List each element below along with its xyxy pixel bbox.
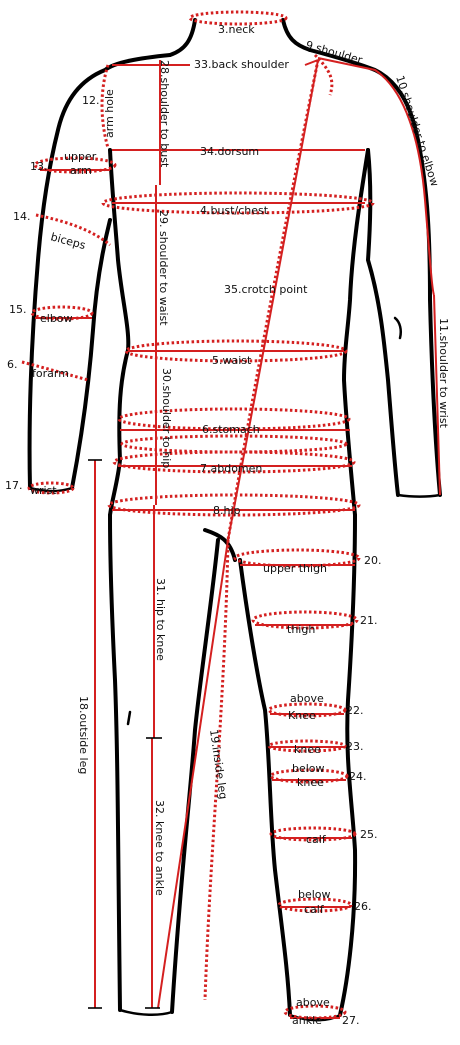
label-upper-arm-1: upper (64, 150, 97, 163)
label-below-calf-num: 26. (354, 900, 372, 913)
label-inside-leg: 19.inside leg (207, 729, 230, 800)
label-arm-hole-num: 12. (82, 94, 100, 107)
label-upper-arm-num: 13. (30, 160, 48, 173)
label-neck: 3.neck (218, 23, 255, 36)
label-stomach: 6.stomach (202, 423, 260, 436)
measurement-labels: 3.neck 9.shoulder 33.back shoulder 12. a… (5, 23, 450, 1027)
label-shoulder-to-elbow: 10.shoulder to elbow (393, 74, 441, 188)
label-above-knee-2: Knee (288, 709, 316, 722)
label-upper-arm-2: arm (70, 164, 92, 177)
label-knee-to-ankle: 32. knee to ankle (153, 800, 166, 896)
label-biceps-num: 14. (13, 210, 31, 223)
label-above-ankle-1: above (296, 996, 330, 1009)
label-bust-chest: 4.bust/chest (200, 204, 269, 217)
label-above-ankle-num: 27. (342, 1014, 360, 1027)
label-wrist-num: 17. (5, 479, 23, 492)
measurement-lines (35, 58, 440, 1018)
label-above-ankle-2: ankle (292, 1014, 322, 1027)
label-shoulder-to-bust: 28.shoulder to bust (158, 60, 171, 168)
label-below-knee-1: below (292, 762, 325, 775)
label-hip-to-knee: 31. hip to knee (154, 578, 167, 661)
label-abdomen: 7.abdomen (200, 462, 262, 475)
label-elbow-num: 15. (9, 303, 27, 316)
label-wrist: wrist (30, 484, 57, 497)
label-arm-hole: arm hole (103, 89, 116, 138)
label-shoulder-to-wrist: 11.shoulder to wrist (437, 318, 450, 429)
label-below-calf-1: below (298, 888, 331, 901)
label-knee-num: 23. (346, 740, 364, 753)
label-below-knee-num: 24. (349, 770, 367, 783)
label-below-knee-2: knee (297, 776, 324, 789)
label-shoulder-to-hip: 30.shoulder to hip (160, 368, 173, 468)
back-shoulder-line-right (305, 60, 318, 65)
label-upper-thigh: upper thigh (263, 562, 327, 575)
label-below-calf-2: calf (304, 903, 325, 916)
label-crotch-point: 35.crotch point (224, 283, 308, 296)
label-dorsum: 34.dorsum (200, 145, 259, 158)
shoulder-to-elbow-line (318, 58, 434, 295)
label-above-knee-1: above (290, 692, 324, 705)
label-shoulder-to-waist: 29. shoulder to waist (157, 210, 170, 326)
label-thigh-num: 21. (360, 614, 378, 627)
label-calf: calf (306, 833, 327, 846)
label-back-shoulder: 33.back shoulder (194, 58, 289, 71)
label-above-knee-num: 22. (346, 704, 364, 717)
label-knee: knee (294, 743, 321, 756)
label-hip: 8.hip (213, 504, 241, 517)
diagonal-dotted-lines (205, 60, 318, 1000)
label-biceps: biceps (49, 230, 87, 252)
label-outside-leg: 18.outside leg (77, 696, 90, 774)
label-elbow: elbow (40, 312, 73, 325)
label-forarm: forarm (32, 367, 69, 380)
label-forarm-num: 6. (7, 358, 18, 371)
label-upper-thigh-num: 20. (364, 554, 382, 567)
label-thigh: thigh (287, 623, 315, 636)
label-waist: 5.waist (212, 354, 252, 367)
label-calf-num: 25. (360, 828, 378, 841)
